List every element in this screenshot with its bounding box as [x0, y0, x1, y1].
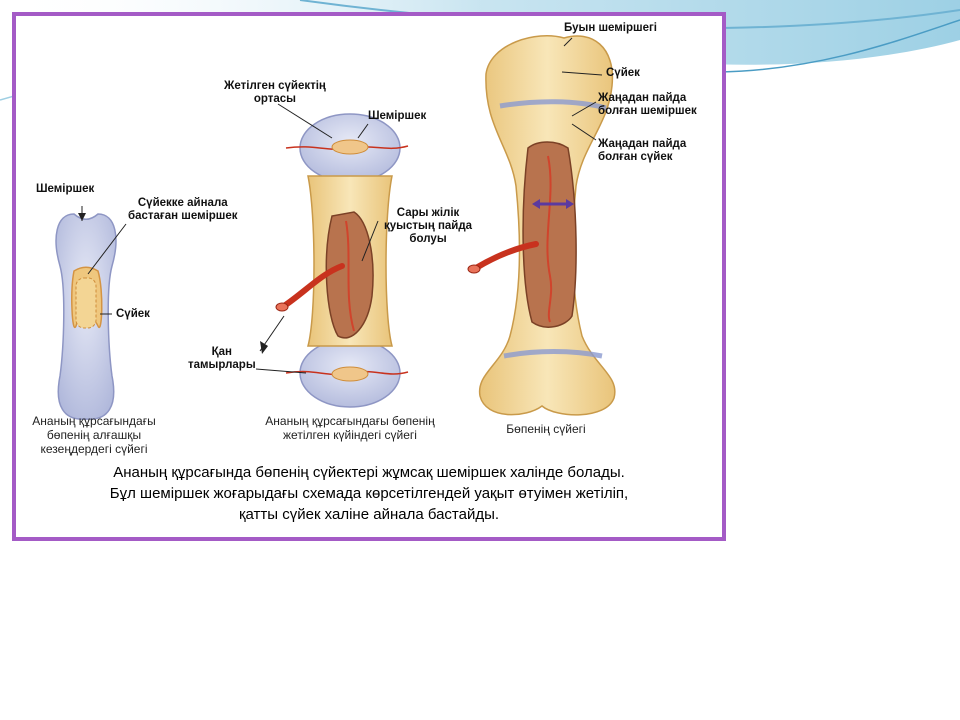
footer-line-3: қатты сүйек халіне айнала бастайды. [238, 506, 500, 523]
mature-fetal-bone [275, 113, 409, 408]
label-bone-early: Сүйек [116, 308, 150, 320]
leader-lines [81, 37, 603, 374]
diagram-panel: Шеміршек Сүйекке айнала бастаған шемірше… [12, 12, 726, 541]
early-bone [55, 213, 117, 420]
label-new-bone: Жаңадан пайда болған сүйек [598, 138, 687, 163]
label-new-cartilage: Жаңадан пайда болған шеміршек [598, 92, 697, 117]
label-yellow-marrow: Сары жілік қуыстың пайда болуы [384, 207, 473, 245]
caption-early-bone: Ананың құрсағындағы бөпенің алғашқы кезе… [32, 414, 156, 456]
footer-line-1: Ананың құрсағында бөпенің сүйектері жұмс… [113, 464, 625, 481]
caption-baby-bone: Бөпенің сүйегі [506, 422, 586, 436]
baby-bone [467, 35, 616, 416]
label-shemirshek-early: Шеміршек [36, 183, 95, 195]
label-joint-cartilage: Буын шеміршегі [564, 22, 657, 34]
label-bone-baby: Сүйек [606, 67, 640, 79]
label-cartilage-turning: Сүйекке айнала бастаған шеміршек [128, 197, 238, 222]
caption-mature-bone: Ананың құрсағындағы бөпенің жетілген күй… [265, 414, 435, 442]
label-mature-middle: Жетілген сүйектің ортасы [224, 80, 326, 105]
label-blood-vessels: Қан тамырлары [188, 346, 256, 371]
label-shemirshek-mature: Шеміршек [368, 110, 427, 122]
footer-line-2: Бұл шеміршек жоғарыдағы схемада көрсетіл… [109, 485, 629, 502]
bone-development-diagram [55, 35, 616, 420]
